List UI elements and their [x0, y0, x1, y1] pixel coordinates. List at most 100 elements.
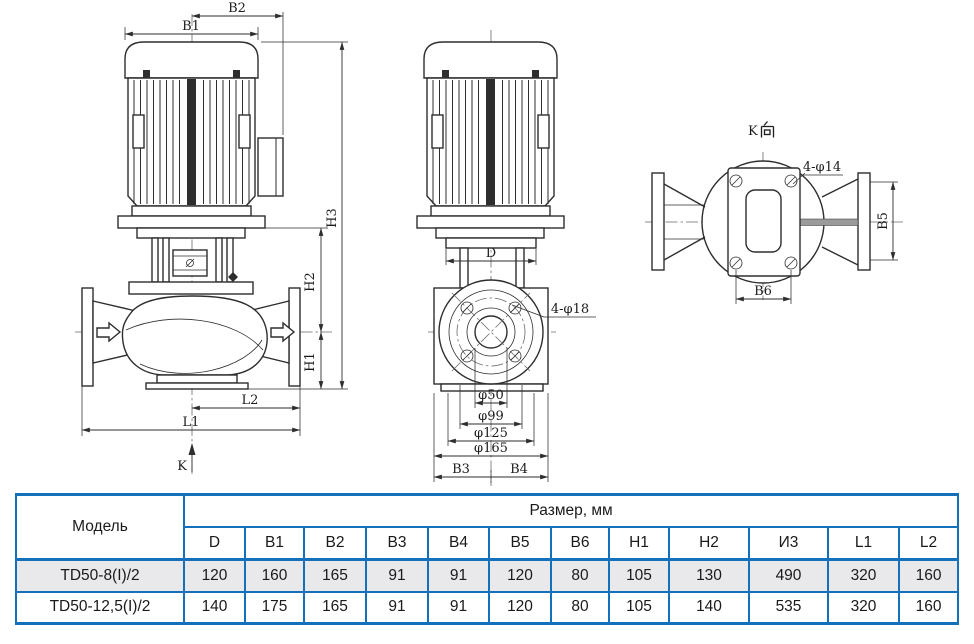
pump-flange-side [433, 279, 549, 392]
bolt-holes-phi14 [729, 174, 798, 270]
column-header-h2: H2 [668, 525, 750, 561]
dimension-l2: L2 [191, 386, 301, 413]
dimension-value: 120 [488, 590, 552, 625]
dimension-b1: B1 [124, 19, 259, 40]
dimension-value: 105 [608, 590, 670, 625]
column-header-b6: B6 [550, 525, 610, 561]
dimension-value: 320 [827, 558, 900, 593]
dimension-phi165: φ165 [433, 393, 549, 461]
dim-label-b1: B1 [182, 19, 200, 34]
dimension-value: 535 [748, 590, 829, 625]
dimensions-table: Модель Размер, мм D B1 B2 B3 B4 B5 B6 H1… [15, 493, 960, 625]
bolt-callout-label-k: 4-φ14 [803, 160, 841, 175]
motor-side [416, 41, 565, 229]
discharge-flange-top [799, 172, 871, 271]
column-header-d: D [183, 525, 246, 561]
pump-support-side [435, 227, 545, 289]
dim-label-l1: L1 [183, 415, 200, 430]
pump-volute-front [81, 287, 301, 390]
dimension-b2: B2 [191, 1, 284, 135]
technical-drawing: B2 B1 H3 H2 H1 L2 [75, 1, 905, 486]
dimension-value: 130 [668, 558, 750, 593]
dimension-value: 140 [668, 590, 750, 625]
dimension-d: D [445, 246, 537, 265]
dimension-value: 165 [303, 590, 367, 625]
column-header-l1: L1 [827, 525, 900, 561]
dim-label-b4: B4 [510, 462, 528, 477]
view-direction-k: K [177, 443, 196, 474]
dimension-value: 80 [550, 590, 610, 625]
dimension-value: 160 [244, 558, 305, 593]
column-header-b4: B4 [427, 525, 490, 561]
pump-support-front [128, 227, 254, 295]
dimension-b6: B6 [735, 270, 792, 304]
bolt-callout-label: 4-φ18 [551, 302, 589, 317]
dimension-h3: H3 [241, 41, 348, 390]
dim-label-b2: B2 [228, 1, 246, 16]
suction-flange-top [651, 172, 706, 271]
dim-label-b3: B3 [452, 462, 470, 477]
dimension-value: 165 [303, 558, 367, 593]
dimension-value: 160 [897, 558, 960, 593]
dimension-value: 160 [897, 590, 960, 625]
dimension-value: 91 [365, 558, 429, 593]
dimension-value: 105 [608, 558, 670, 593]
dimension-l1: L1 [81, 386, 301, 436]
dim-label-h3: H3 [325, 208, 340, 228]
dim-label-l2: L2 [242, 393, 259, 408]
k-view-title: K [748, 121, 775, 139]
flow-arrow-inlet [96, 321, 122, 343]
dimension-value: 91 [427, 558, 490, 593]
column-header-i3: И3 [748, 525, 829, 561]
dia-label-phi165: φ165 [474, 441, 508, 456]
table-row-td50-12-5: TD50-12,5(I)/2 140 175 165 91 91 120 80 … [15, 590, 960, 625]
front-view: B2 B1 H3 H2 H1 L2 [75, 1, 348, 474]
dim-label-b5: B5 [876, 212, 891, 230]
dimension-value: 490 [748, 558, 829, 593]
dimension-value: 120 [488, 558, 552, 593]
dimension-h2: H2 [248, 227, 328, 333]
dimension-b3-b4: B3 B4 [433, 461, 549, 483]
dimension-value: 140 [183, 590, 246, 625]
table-row-td50-8: TD50-8(I)/2 120 160 165 91 91 120 80 105… [15, 558, 960, 593]
column-header-h1: H1 [608, 525, 670, 561]
column-header-b3: B3 [365, 525, 429, 561]
terminal-box [257, 137, 284, 197]
dimension-value: 320 [827, 590, 900, 625]
model-name: TD50-12,5(I)/2 [15, 590, 185, 625]
dimension-value: 91 [427, 590, 490, 625]
dimension-h1: H1 [303, 331, 324, 390]
k-view-title-text: K [748, 124, 758, 139]
dimension-value: 120 [183, 558, 246, 593]
dimension-phi50: φ50 [474, 348, 508, 408]
side-view: D 4-φ18 φ50 φ99 φ125 φ [416, 30, 596, 486]
dim-label-b6: B6 [754, 284, 772, 299]
mounting-pad-top [727, 167, 801, 277]
dim-label-h2: H2 [303, 272, 318, 292]
column-header-l2: L2 [897, 525, 960, 561]
size-group-header: Размер, мм [182, 493, 960, 528]
motor-front [117, 41, 266, 229]
dimension-value: 91 [365, 590, 429, 625]
dia-label-phi50: φ50 [478, 388, 504, 403]
dimension-phi125: φ125 [447, 393, 535, 446]
k-view: K [645, 121, 905, 304]
callout-4-phi18: 4-φ18 [511, 302, 596, 318]
dimension-phi99: φ99 [459, 385, 523, 429]
column-header-b2: B2 [303, 525, 367, 561]
column-header-b5: B5 [488, 525, 552, 561]
column-header-b1: B1 [244, 525, 305, 561]
dia-label-phi99: φ99 [478, 409, 504, 424]
dim-label-d: D [486, 246, 496, 261]
dimension-value: 80 [550, 558, 610, 593]
cjk-character-xiang-icon [760, 121, 775, 138]
callout-4-phi14: 4-φ14 [792, 160, 843, 185]
dim-label-h1: H1 [303, 352, 318, 372]
view-arrow-label-k: K [177, 459, 187, 474]
dia-label-phi125: φ125 [474, 426, 508, 441]
dimension-b5: B5 [870, 181, 898, 261]
model-name: TD50-8(I)/2 [15, 558, 185, 593]
flow-arrow-outlet [270, 321, 296, 343]
dimension-value: 175 [244, 590, 305, 625]
